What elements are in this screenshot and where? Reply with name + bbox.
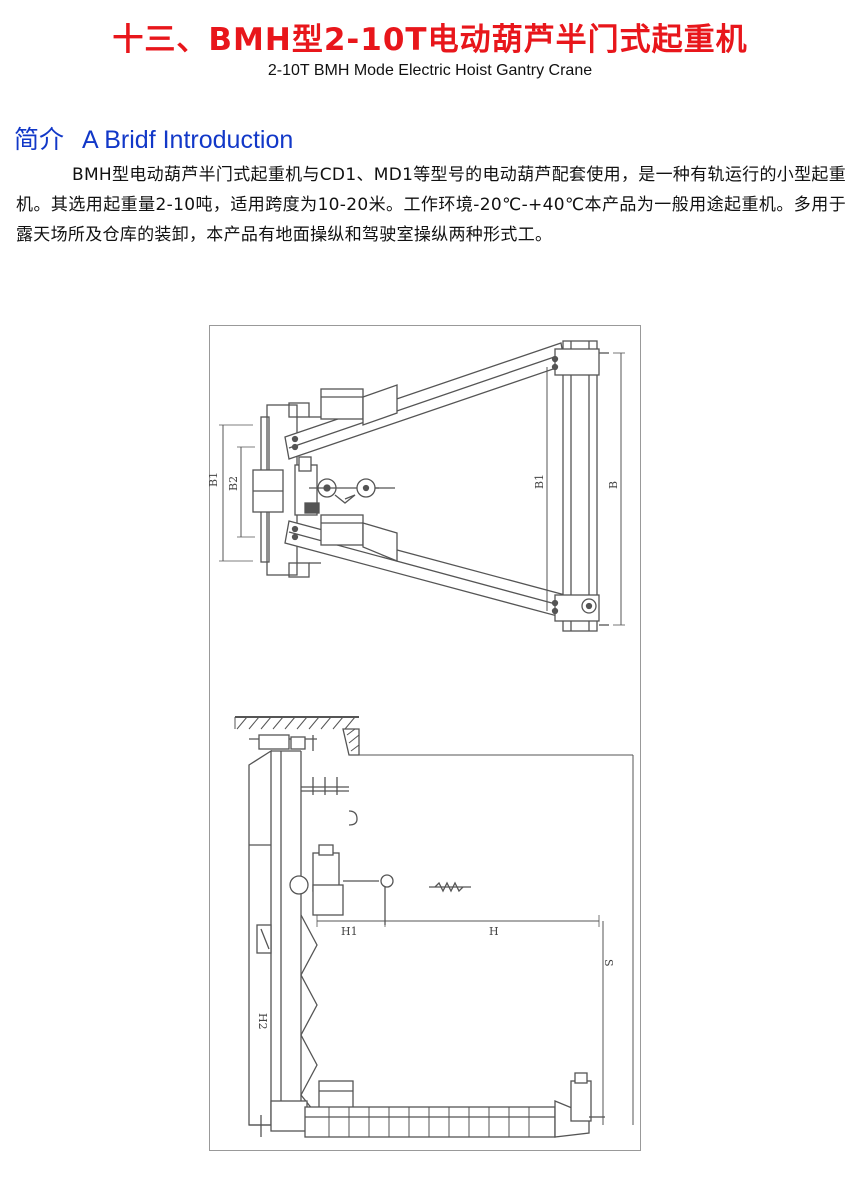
leg-truss [300, 914, 318, 1116]
dim-label-h: H [489, 925, 499, 938]
dim-label-h2: H2 [256, 1013, 269, 1030]
page-subtitle: 2-10T BMH Mode Electric Hoist Gantry Cra… [267, 62, 593, 79]
elevation-view: H1 H S H2 [234, 716, 634, 1138]
ground-beam [304, 1106, 556, 1138]
section-heading: 简介 A Bridf Introduction [14, 120, 293, 156]
dim-label-b1-left: B1 [209, 472, 220, 487]
dim-label-b2: B2 [227, 476, 240, 491]
section-heading-cn: 简介 [14, 126, 65, 154]
intro-paragraph: BMH型电动葫芦半门式起重机与CD1、MD1等型号的电动葫芦配套使用，是一种有轨… [16, 165, 846, 245]
dim-label-b1-right: B1 [533, 474, 546, 489]
dim-label-b: B [607, 481, 620, 489]
dim-label-h1: H1 [341, 925, 358, 938]
plan-view: B1 B2 B1 B [207, 340, 625, 632]
dim-label-s: S [602, 959, 615, 967]
section-heading-en: A Bridf Introduction [82, 126, 294, 154]
drawing-frame [209, 325, 641, 1151]
right-end-carriage [562, 340, 598, 632]
technical-drawing: B1 B2 B1 B [207, 325, 641, 1155]
page-title: 十三、BMH型2-10T电动葫芦半门式起重机 [112, 22, 748, 58]
